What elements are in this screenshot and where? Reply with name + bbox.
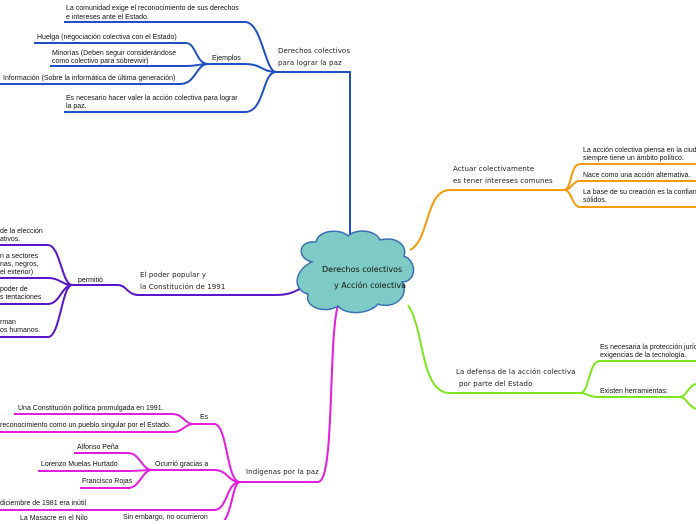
central-cloud[interactable] — [296, 230, 415, 314]
reconocimiento-label[interactable]: reconocimiento como un pueblo singular p… — [0, 422, 171, 429]
orange-item2[interactable]: Nace como una acción alternativa. — [583, 172, 691, 179]
blue-trunk-line — [276, 71, 351, 240]
ocurrio-to-francisco — [80, 469, 153, 489]
purple-branch-lines — [0, 244, 313, 338]
es-to-reconocimiento — [0, 423, 195, 433]
orange-item1-line1[interactable]: La acción colectiva piensa en la ciudad, — [583, 147, 696, 154]
ejemplos-label[interactable]: Ejemplos — [212, 55, 241, 62]
purple-item1-line2[interactable]: ativos. — [0, 236, 21, 243]
blue-branch-lines — [0, 21, 351, 240]
es-label[interactable]: Es — [200, 414, 209, 421]
purple-topic-title-line2[interactable]: la Constitución de 1991 — [140, 283, 226, 291]
purple-item3-line2[interactable]: s tentaciones — [0, 294, 42, 301]
magenta-branch-lines — [0, 304, 339, 520]
green-fork-down — [679, 396, 696, 410]
central-topic-line1[interactable]: Derechos colectivos — [322, 265, 403, 274]
blue-item3-line2[interactable]: la paz. — [66, 103, 87, 110]
minorias-line1[interactable]: Minorías (Deben seguir considerándose — [52, 50, 177, 57]
purple-topic-title-line1[interactable]: El poder popular y — [140, 271, 207, 279]
orange-topic-title-line2[interactable]: es tener intereses comunes — [453, 177, 553, 185]
orange-trunk-line — [409, 189, 564, 251]
orange-item1-line2[interactable]: siempre tiene un ámbito político. — [583, 155, 684, 162]
francisco-label[interactable]: Francisco Rojas — [82, 478, 133, 485]
embargo-label[interactable]: Sin embargo, no ocurrieron — [123, 514, 208, 521]
blue-item1-line2[interactable]: e intereses ante el Estado. — [66, 14, 149, 21]
ejemplos-to-informacion — [0, 63, 209, 85]
blue-topic-title-line2[interactable]: para lograr la paz — [278, 59, 342, 67]
purple-item3-line1[interactable]: poder de — [0, 286, 28, 293]
blue-topic-title-line1[interactable]: Derechos colectivos — [278, 47, 351, 55]
central-cloud-shape — [296, 230, 415, 314]
constitucion-label[interactable]: Una Constitución política promulgada en … — [18, 405, 164, 412]
purple-item2-line2[interactable]: nas, negros, — [0, 261, 39, 268]
orange-branch-lines — [409, 163, 696, 251]
purple-item4-line2[interactable]: os humanos. — [0, 327, 41, 334]
green-item1-line1[interactable]: Es necesaria la protección jurídica — [600, 344, 696, 351]
green-to-item2 — [579, 392, 680, 398]
purple-item1-line1[interactable]: de la elección — [0, 228, 43, 235]
magenta-to-embargo — [223, 481, 241, 520]
purple-to-permitio — [72, 284, 139, 296]
permitio-to-item2 — [0, 277, 73, 286]
orange-item3-line2[interactable]: sólidos. — [583, 197, 607, 204]
permitio-label[interactable]: permitió — [78, 277, 103, 284]
huelga-label[interactable]: Huelga (negociación colectiva con el Est… — [37, 34, 177, 41]
orange-topic-title-line1[interactable]: Actuar colectivamente — [453, 165, 535, 173]
orange-to-item3 — [563, 189, 696, 208]
green-topic-title-line1[interactable]: La defensa de la acción colectiva — [456, 368, 576, 376]
green-item2[interactable]: Existen herramientas: — [600, 388, 668, 395]
blue-item1-line1[interactable]: La comunidad exige el reconocimiento de … — [66, 5, 239, 12]
central-topic-line2[interactable]: y Acción colectiva — [334, 281, 406, 290]
magenta-to-es — [194, 423, 241, 483]
diciembre-label[interactable]: diciembre de 1981 era inútil — [0, 500, 86, 507]
masacre-label[interactable]: La Masacre en el Nilo — [20, 515, 88, 522]
green-item1-line2[interactable]: exigencias de la tecnología. — [600, 352, 687, 359]
magenta-topic-title[interactable]: Indígenas por la paz — [246, 468, 319, 476]
permitio-to-item4 — [0, 284, 73, 338]
green-trunk-line — [407, 304, 580, 394]
green-fork-up — [679, 383, 696, 398]
magenta-trunk-line — [240, 304, 339, 483]
purple-item4-line1[interactable]: rman — [0, 319, 16, 326]
alfonso-label[interactable]: Alfonso Peña — [77, 444, 119, 451]
lorenzo-label[interactable]: Lorenzo Muelas Hurtado — [41, 461, 118, 468]
green-branch-lines — [407, 304, 696, 410]
purple-item2-line1[interactable]: n a sectores — [0, 253, 39, 260]
ocurrio-label[interactable]: Ocurrió gracias a — [155, 461, 209, 468]
orange-item3-line1[interactable]: La base de su creación es la confianza — [583, 189, 696, 196]
permitio-to-item1 — [0, 244, 73, 286]
magenta-to-ocurrio — [152, 469, 241, 483]
blue-item3-line1[interactable]: Es necesario hacer valer la acción colec… — [66, 95, 238, 102]
blue-to-item1 — [64, 21, 277, 73]
ocurrio-to-lorenzo — [38, 469, 153, 472]
purple-item2-line3[interactable]: el exterior) — [0, 269, 34, 276]
green-to-item1 — [579, 360, 696, 394]
magenta-to-diciembre — [0, 481, 241, 511]
blue-to-ejemplos — [208, 63, 277, 73]
blue-to-item3 — [64, 71, 277, 113]
minorias-line2[interactable]: como colectivo para sobrevivir) — [52, 58, 149, 65]
green-topic-title-line2[interactable]: por parte del Estado — [459, 380, 533, 388]
informacion-label[interactable]: Información (Sobre la informática de últ… — [3, 75, 176, 82]
